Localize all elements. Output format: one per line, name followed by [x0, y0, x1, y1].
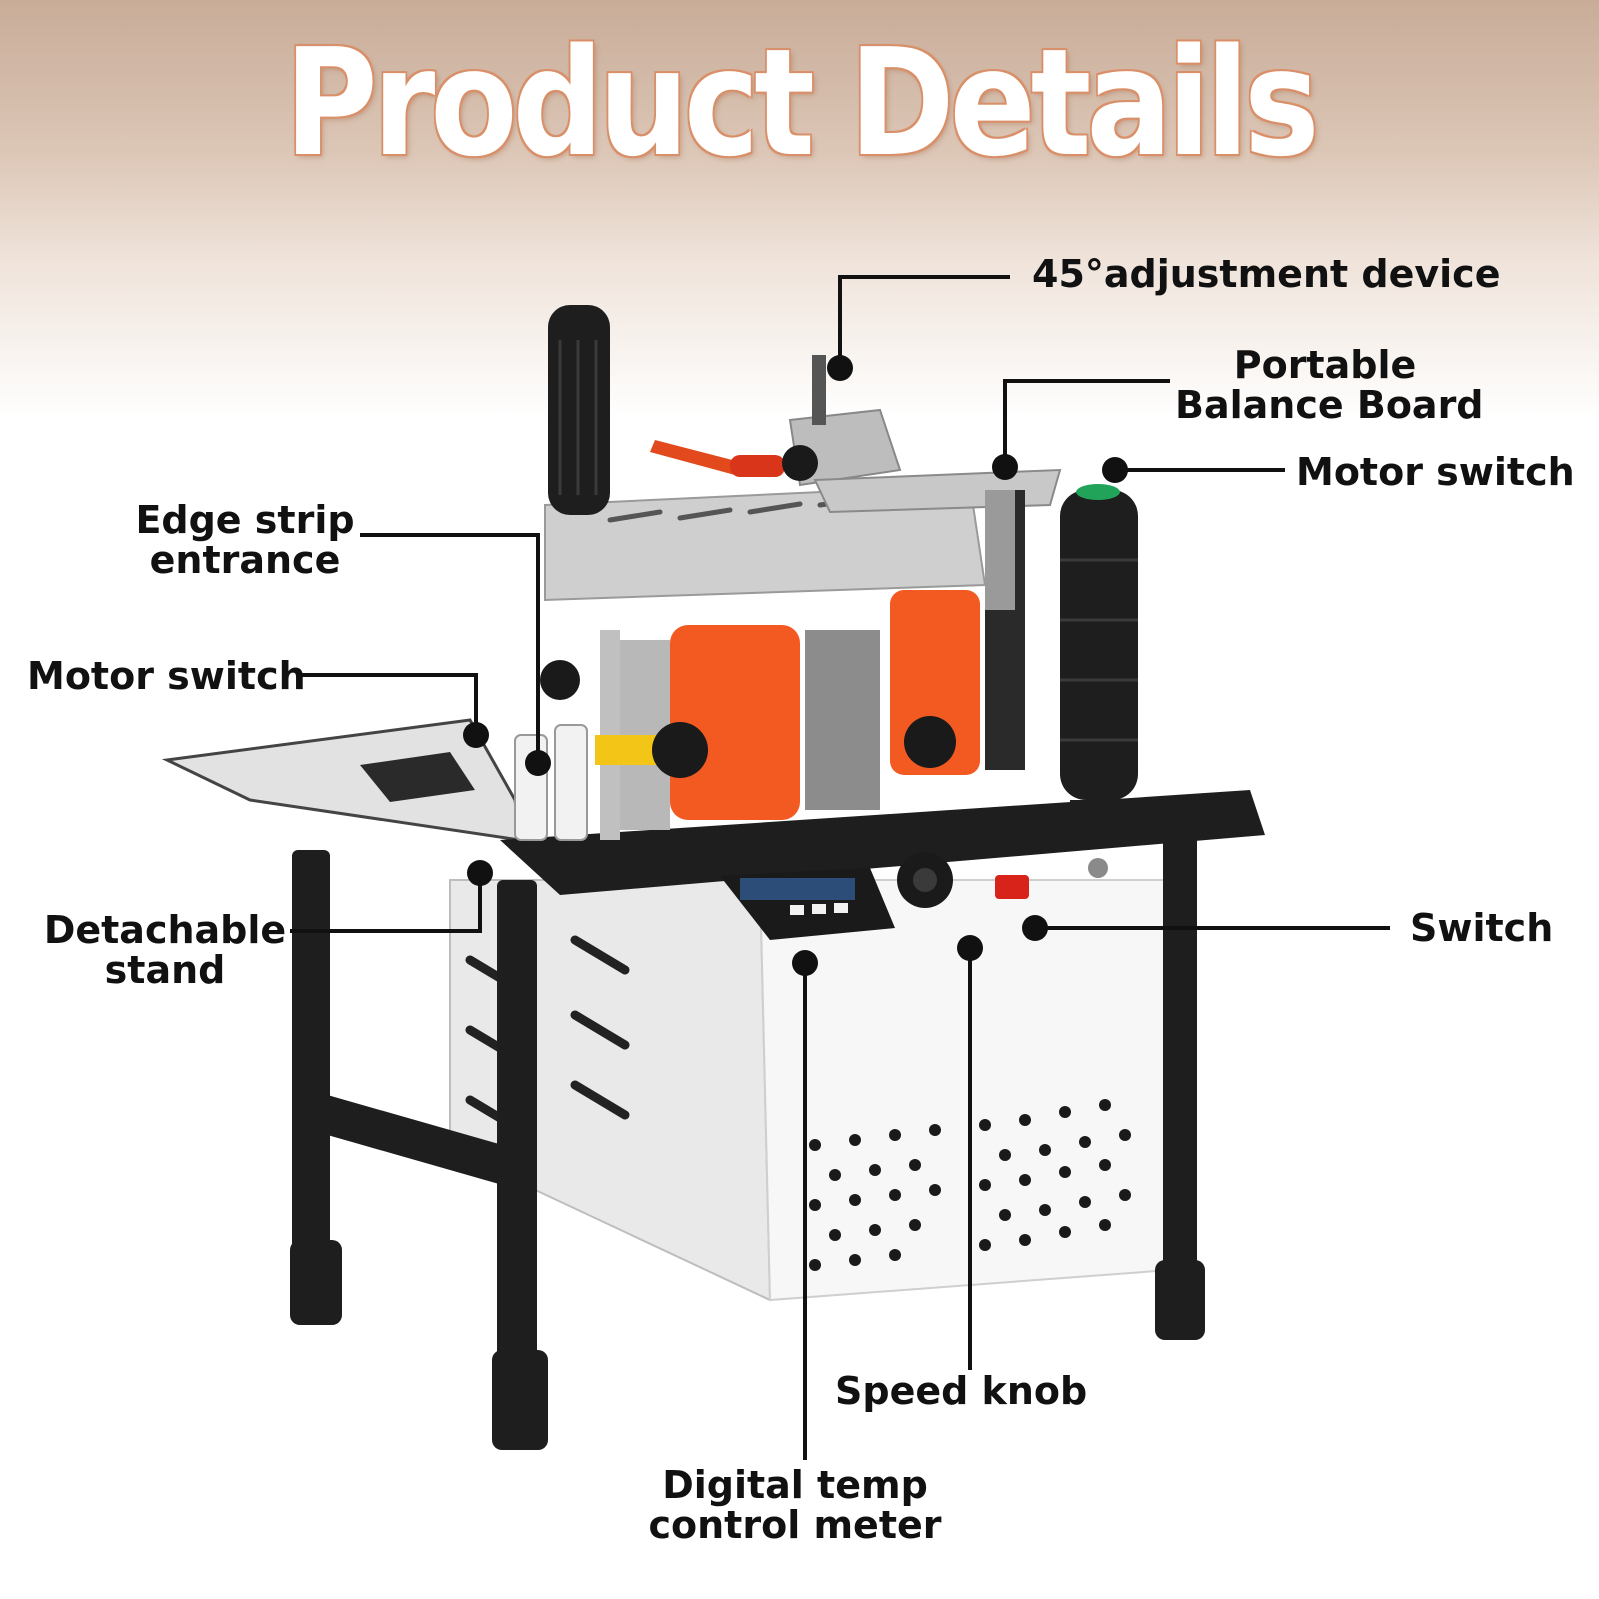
right-handle: [1060, 490, 1138, 800]
label-motor-switch-right: Motor switch: [1296, 450, 1575, 494]
label-digital-temp-meter-line1: Digital temp: [662, 1463, 928, 1507]
glue-pot-cylinder: [670, 625, 800, 820]
label-speed-knob: Speed knob: [835, 1369, 1088, 1413]
detachable-stand-frame: [290, 830, 1205, 1450]
cabinet-front-vent-holes: [809, 1099, 1131, 1271]
callout-leader-lines: [290, 275, 1390, 1460]
label-detachable-stand-line1: Detachable: [43, 908, 287, 952]
callout-endpoint-dots: [463, 355, 1128, 976]
label-portable-balance-board-line2: Balance Board: [1175, 383, 1484, 427]
red-power-switch: [995, 875, 1029, 899]
label-edge-strip-entrance-line1: Edge strip: [135, 498, 355, 542]
label-digital-temp-meter-line2: control meter: [648, 1503, 942, 1547]
label-45-adjustment-device: 45°adjustment device: [1032, 252, 1501, 296]
label-edge-strip-entrance-line2: entrance: [149, 538, 341, 582]
page-title: Product Details: [284, 17, 1319, 189]
label-portable-balance-board-line1: Portable: [1233, 343, 1417, 387]
label-switch: Switch: [1410, 906, 1554, 950]
label-motor-switch-left: Motor switch: [27, 654, 306, 698]
label-detachable-stand-line2: stand: [104, 948, 226, 992]
